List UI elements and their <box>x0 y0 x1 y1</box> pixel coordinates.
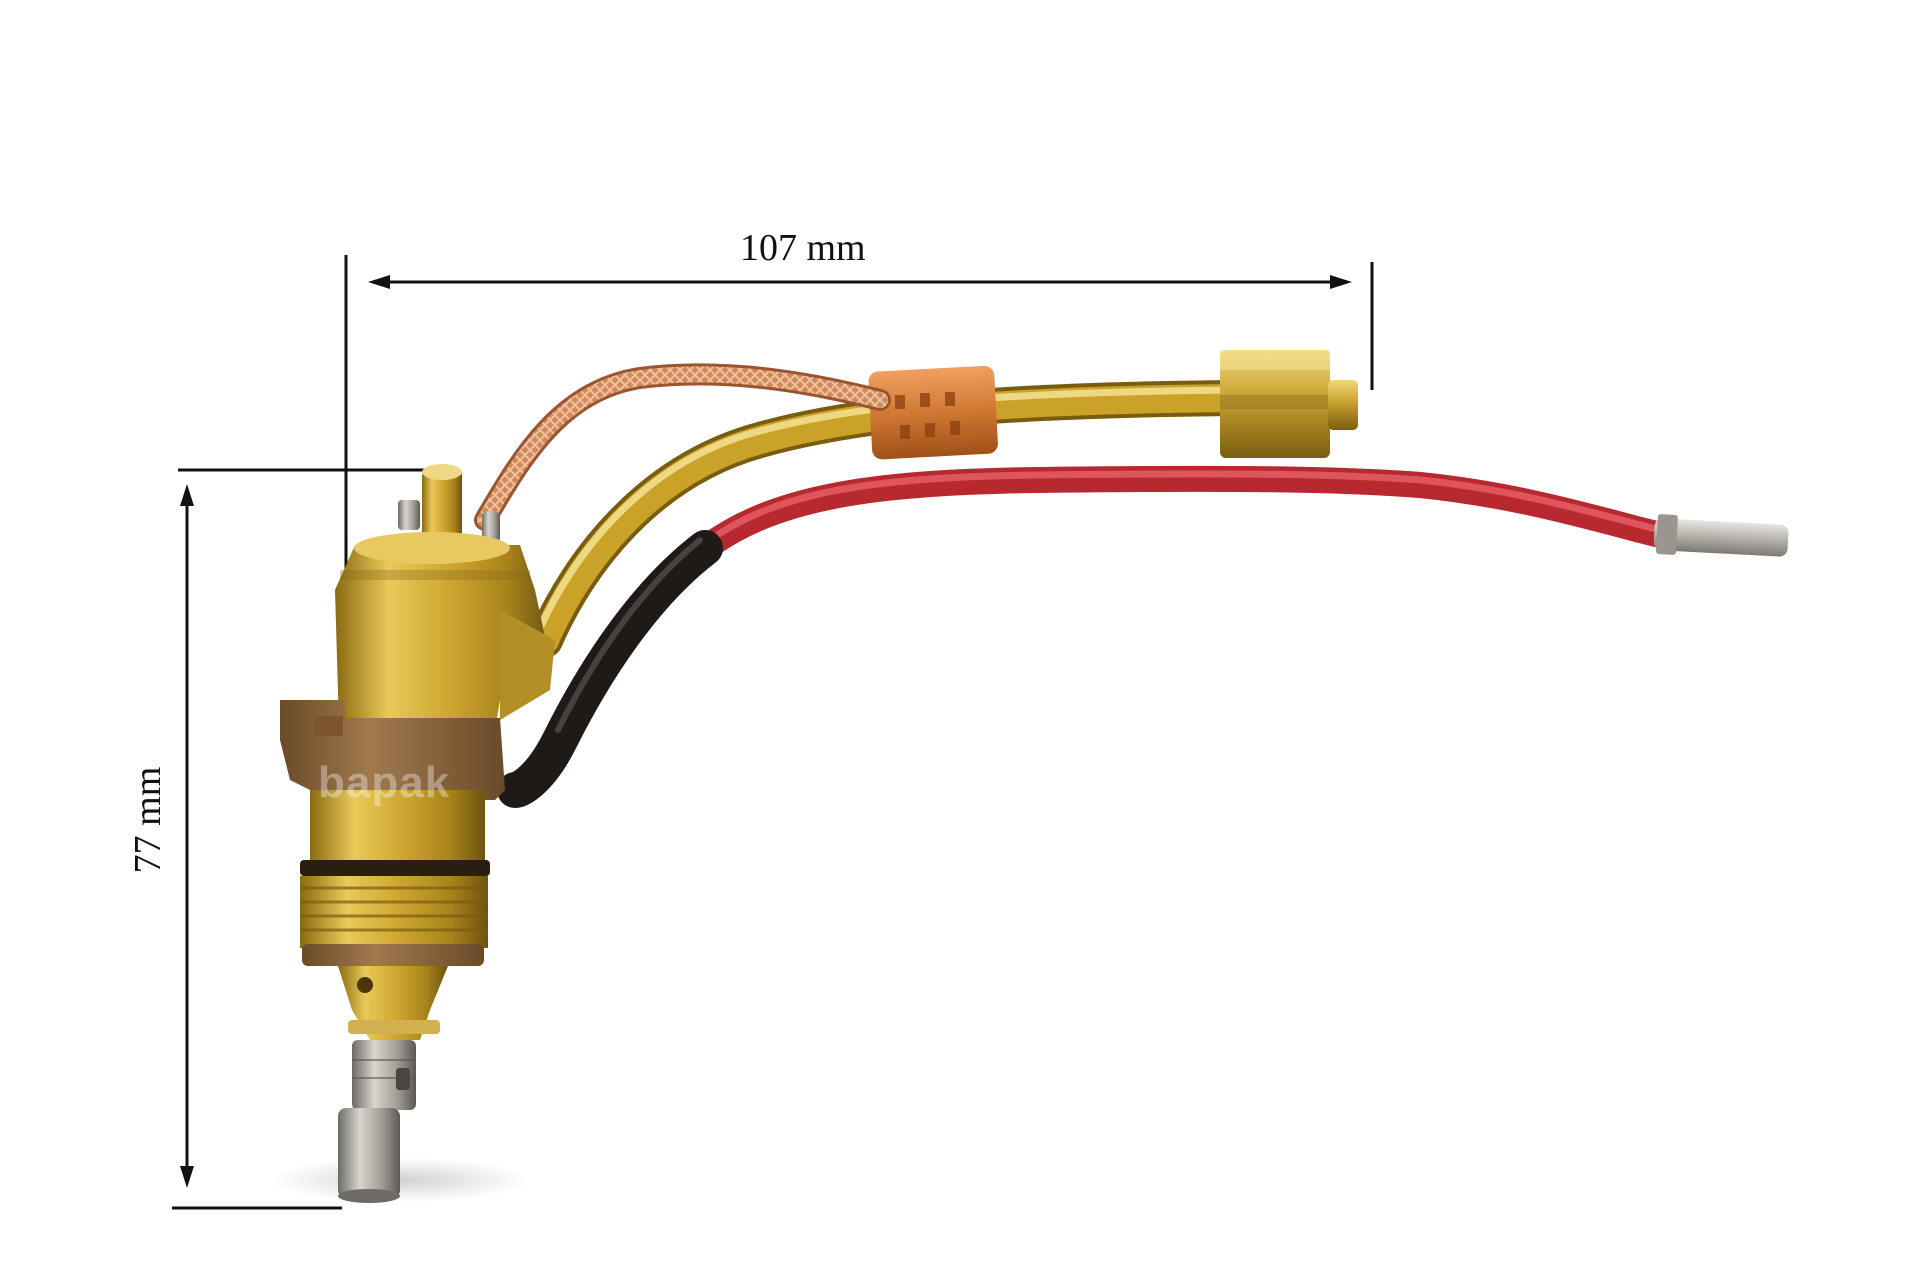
wire-terminal <box>1653 514 1789 557</box>
height-arrow-top <box>180 484 194 506</box>
height-dimension <box>172 468 460 1210</box>
width-dimension-label: 107 mm <box>740 227 866 269</box>
hex-nut-fitting <box>1220 350 1358 458</box>
red-wire <box>697 465 1673 558</box>
black-sleeve <box>497 530 723 808</box>
electrode-holder <box>338 1040 416 1203</box>
width-dimension <box>344 255 1374 570</box>
height-dimension-label: 77 mm <box>127 766 169 874</box>
insulator-collar <box>280 700 505 800</box>
lower-body <box>300 790 490 1040</box>
copper-sleeve <box>868 365 998 460</box>
width-arrow-right <box>1330 275 1352 289</box>
top-pin <box>398 464 500 545</box>
width-arrow-left <box>368 275 390 289</box>
torch-body <box>335 532 555 760</box>
height-arrow-bottom <box>180 1166 194 1188</box>
brand-watermark: bapak <box>318 758 451 807</box>
